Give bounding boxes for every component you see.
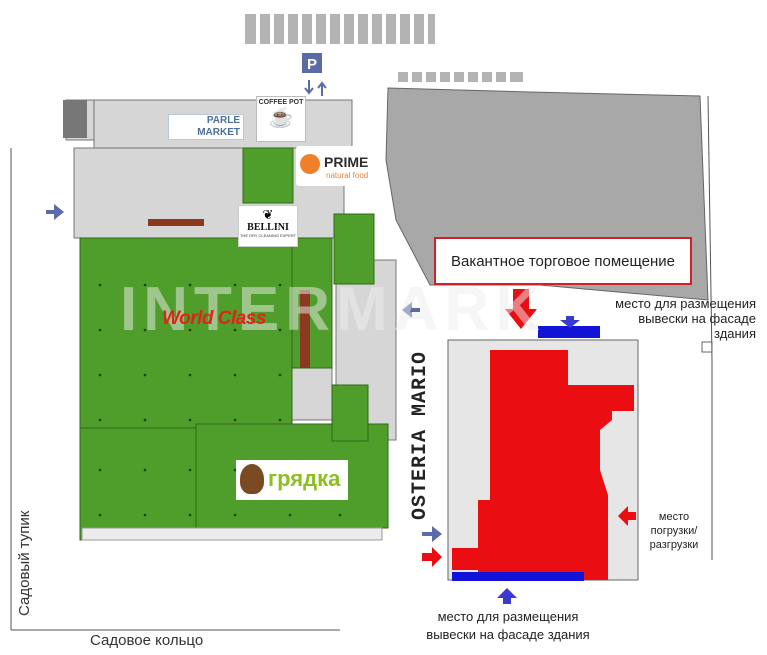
blue-arrow-right-entry [402, 302, 420, 318]
blue-arrow-signage-bottom [497, 588, 517, 604]
parle-market-logo: PARLE MARKET [168, 114, 244, 140]
bellini-title: BELLINI [247, 222, 289, 233]
signage-right-line2: вывески на фасаде [638, 311, 756, 326]
loading-line3: разгрузки [649, 539, 699, 551]
watermark: INTERMARK [120, 275, 546, 344]
osteria-mario-label: OSTERIA MARIO [409, 310, 439, 520]
red-arrow-loading [618, 506, 636, 526]
blue-arrow-osteria [422, 526, 442, 542]
parking-letter: P [307, 56, 317, 73]
green-zones [79, 147, 389, 541]
red-arrow-main [505, 289, 537, 329]
street-label-bottom: Садовое кольцо [90, 632, 204, 649]
loading-line1: место [658, 511, 690, 523]
parle-line1: PARLE [206, 115, 240, 126]
blue-arrow-signage-top [560, 316, 580, 328]
parking-arrow-up [317, 81, 327, 96]
street-label-left: Садовый тупик [16, 488, 36, 618]
signage-strip-bottom [452, 572, 584, 581]
signage-right-line3: здания [714, 326, 756, 341]
coffee-pot-logo: COFFEE POT ☕ [256, 96, 306, 142]
gryadka-icon [240, 464, 264, 494]
signage-strip-top [538, 326, 600, 338]
blue-arrow-left-entry [46, 204, 64, 220]
osteria-mario-text: OSTERIA MARIO [409, 350, 432, 520]
bellini-logo: ❦ BELLINI THE DRY CLEANING EXPERT [238, 205, 298, 247]
prime-title: PRIME [324, 154, 369, 170]
parking-arrow-down [304, 80, 314, 95]
loading-line2: погрузки/ [650, 525, 698, 537]
loading-label: место погрузки/ разгрузки [638, 510, 710, 552]
street-left-text: Садовый тупик [16, 510, 33, 616]
column-dots [98, 283, 342, 517]
coffee-cup-icon: ☕ [268, 107, 294, 129]
signage-label-right: место для размещения вывески на фасаде з… [588, 296, 756, 341]
counter-bar-side [300, 290, 310, 368]
signage-right-line1: место для размещения [615, 296, 756, 311]
coffee-pot-text: COFFEE POT [258, 99, 304, 106]
bellini-icon: ❦ [262, 207, 274, 222]
signage-bottom-line2: вывески на фасаде здания [426, 627, 590, 642]
parking-sign [302, 53, 322, 73]
world-class-logo: World Class [162, 308, 266, 344]
prime-sub: natural food [326, 171, 369, 180]
prime-logo: PRIME natural food [296, 146, 374, 186]
red-arrow-left [422, 547, 442, 567]
bellini-sub: THE DRY CLEANING EXPERT [239, 233, 296, 238]
signage-label-bottom: место для размещения вывески на фасаде з… [418, 608, 598, 644]
world-class-title: World Class [162, 308, 266, 329]
stair-block [63, 100, 87, 138]
vacant-building [447, 339, 639, 581]
vacant-area [478, 350, 612, 580]
prime-apple-icon [300, 154, 320, 174]
counter-bar-top [148, 219, 204, 226]
gryadka-title: грядка [268, 466, 341, 491]
parle-line2: MARKET [197, 127, 240, 138]
signage-bottom-line1: место для размещения [437, 609, 579, 624]
vacant-space-callout: Вакантное торговое помещение [434, 237, 692, 285]
gryadka-logo: грядка [236, 460, 348, 500]
